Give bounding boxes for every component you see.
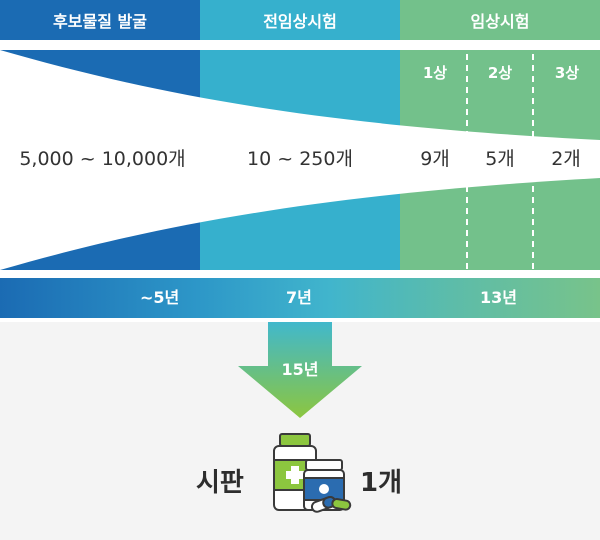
header-clinical: 임상시험: [400, 0, 600, 40]
result-count: 1개: [360, 468, 403, 498]
medicine-bottle-icon: [273, 433, 352, 513]
timeline-clinical: 13년: [480, 288, 517, 307]
count-phase3: 2개: [551, 148, 581, 170]
header-preclinical: 전임상시험: [200, 0, 400, 40]
count-preclinical: 10 ~ 250개: [247, 148, 353, 170]
arrow-label: 15년: [281, 360, 319, 379]
count-phase1: 9개: [420, 148, 450, 170]
result-label: 시판: [196, 468, 244, 498]
timeline-preclinical: 7년: [286, 288, 312, 307]
down-arrow-icon: [238, 322, 362, 418]
phase-label-3: 3상: [554, 64, 580, 82]
funnel-diagram: [0, 50, 600, 270]
timeline-discovery: ~5년: [140, 288, 180, 307]
timeline-bar: [0, 278, 600, 318]
phase-label-1: 1상: [422, 64, 448, 82]
count-phase2: 5개: [485, 148, 515, 170]
phase-label-2: 2상: [487, 64, 513, 82]
count-discovery: 5,000 ~ 10,000개: [19, 148, 186, 170]
header-discovery: 후보물질 발굴: [0, 0, 200, 40]
